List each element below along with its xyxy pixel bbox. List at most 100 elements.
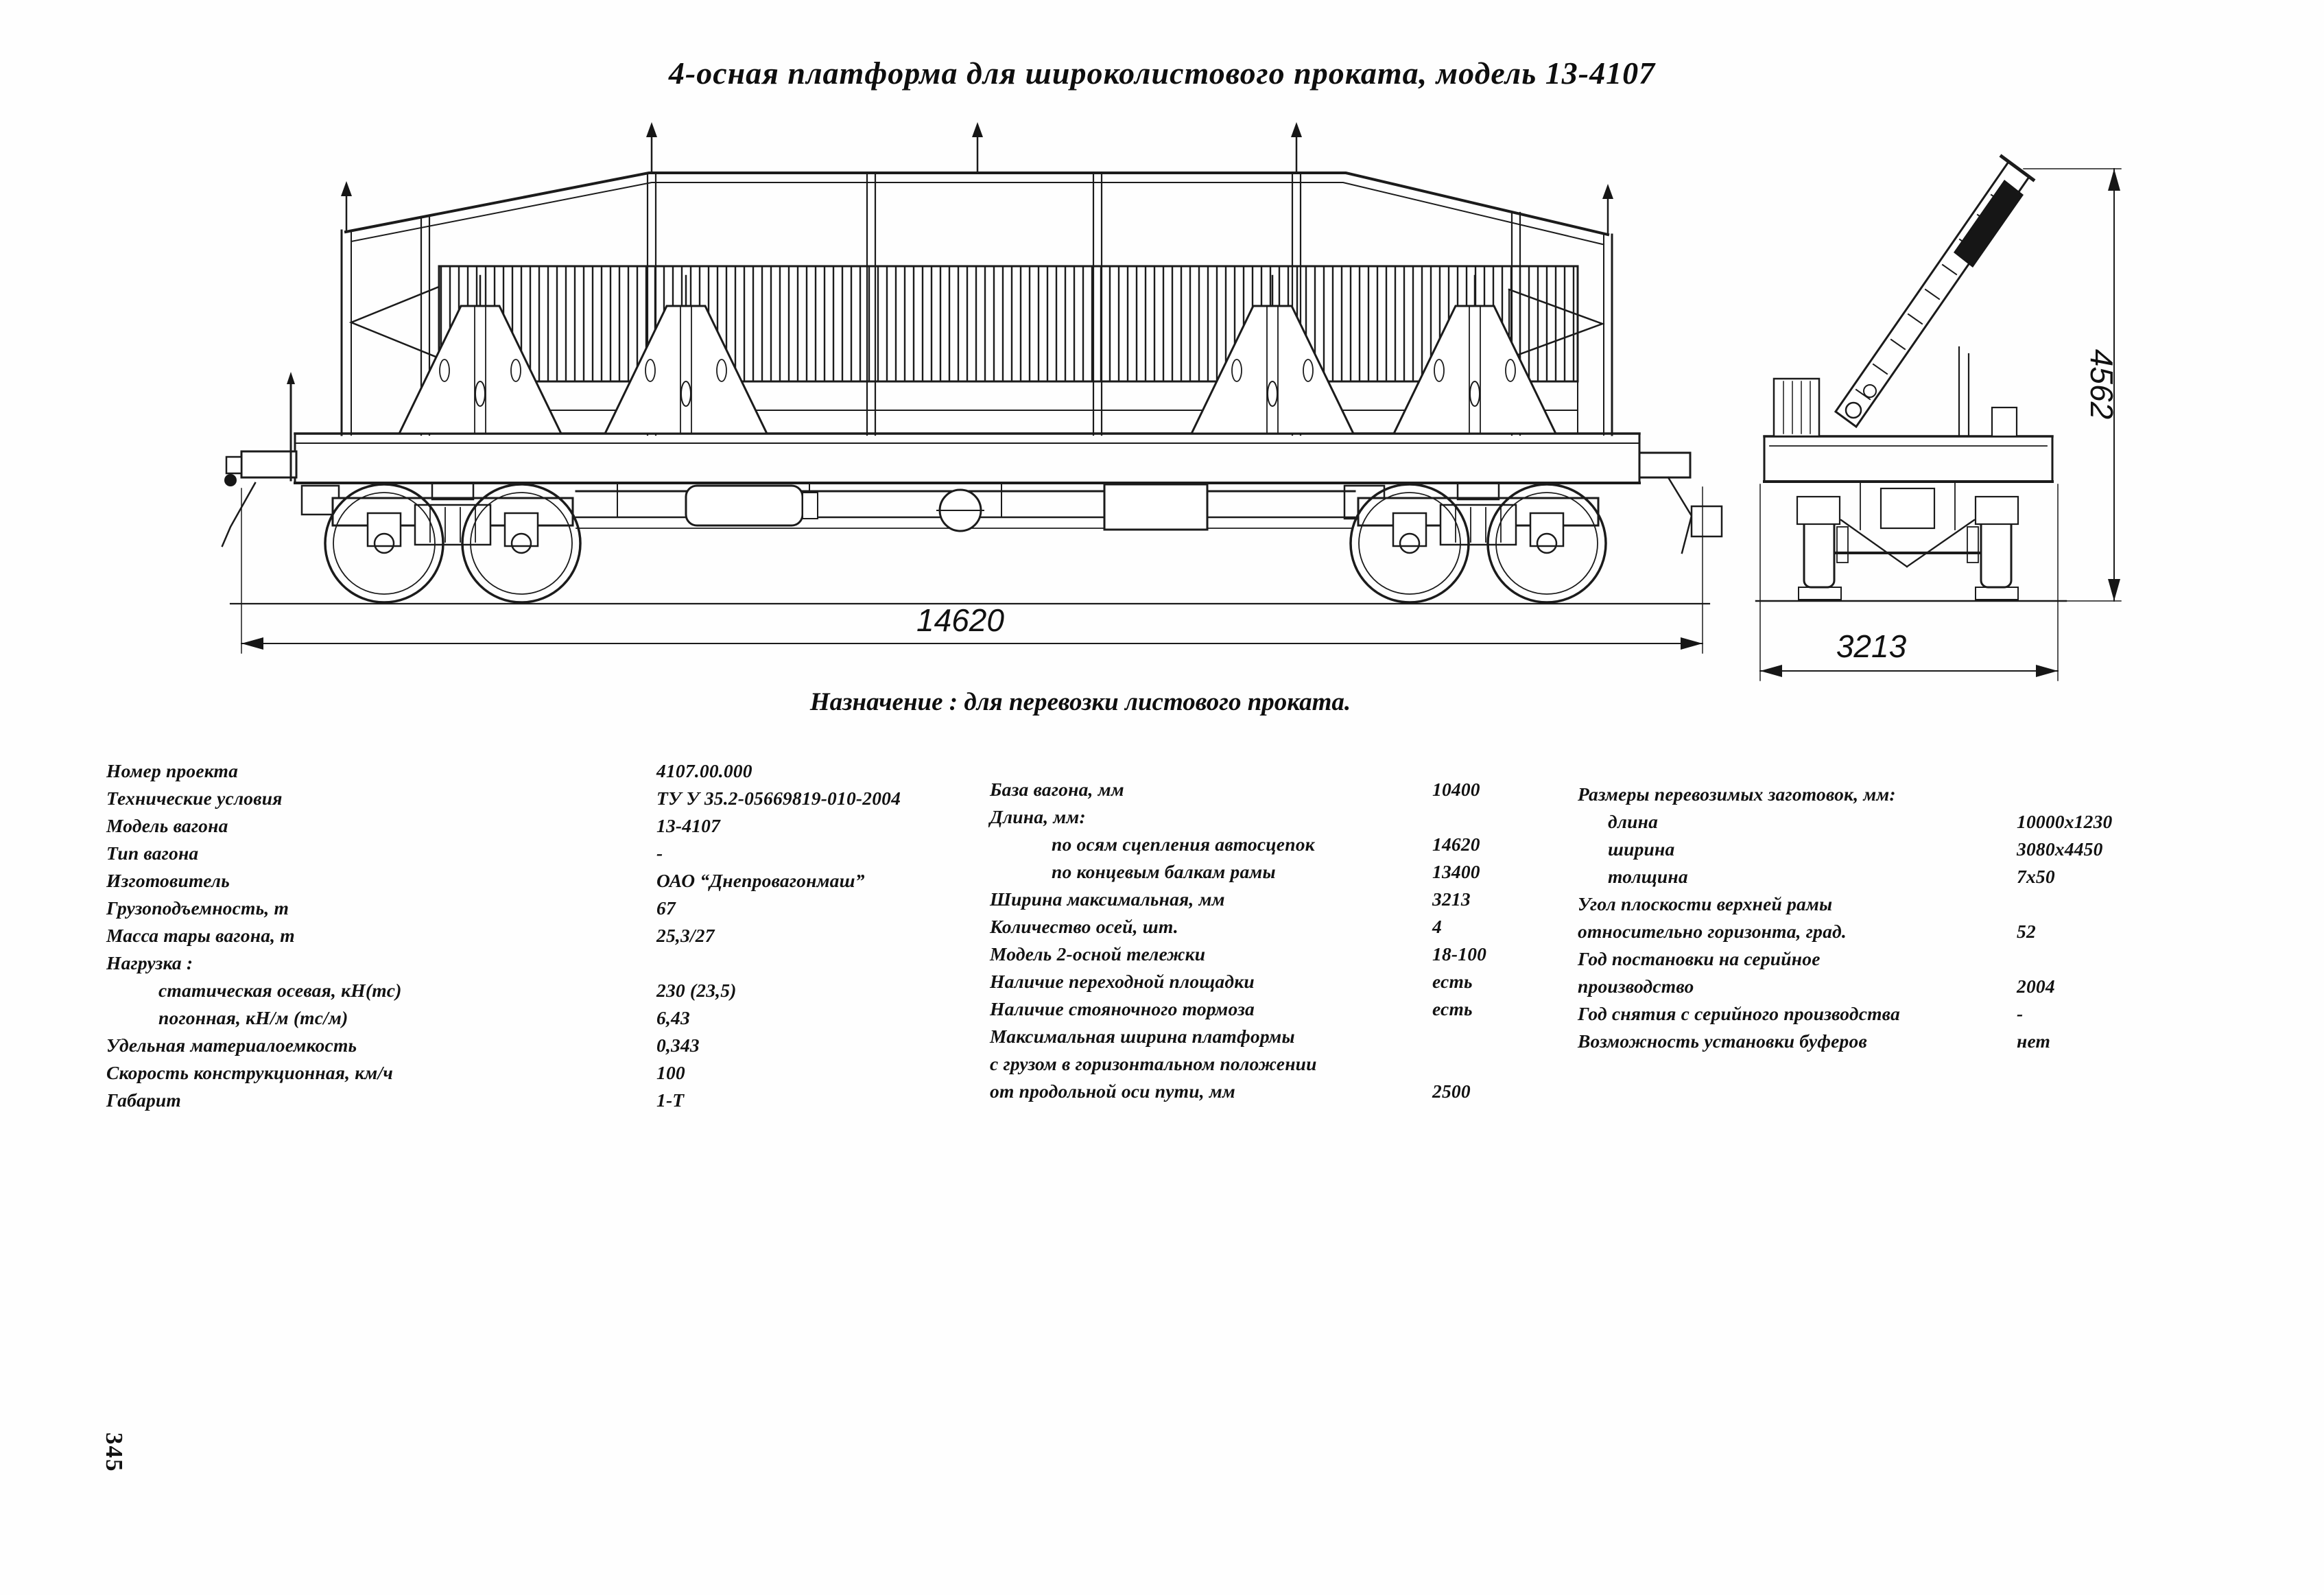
spec-label: Масса тары вагона, т — [106, 925, 295, 946]
spec-row: Наличие стояночного тормоза есть — [990, 995, 1840, 1023]
sheet-stack-hatch — [438, 265, 1579, 383]
spec-column-1: Номер проекта 4107.00.000 Технические усл… — [106, 757, 1080, 1114]
spec-value: 3213 — [1432, 888, 1471, 910]
spec-value: 10400 — [1432, 779, 1480, 800]
spec-label: База вагона, мм — [990, 779, 1124, 800]
spec-label: Наличие переходной площадки — [990, 971, 1255, 992]
dimension-label-height: 4562 — [2084, 349, 2120, 419]
brake-cylinder — [685, 484, 804, 527]
spec-label: производство — [1578, 976, 1694, 997]
sheet-stack — [1954, 180, 2024, 268]
spec-value: 4107.00.000 — [656, 760, 752, 781]
spec-value: 25,3/27 — [656, 925, 715, 946]
spec-row: Длина, мм: — [990, 803, 1840, 831]
coupler-left — [221, 372, 298, 547]
spec-label: по концевым балкам рамы — [1052, 861, 1276, 882]
tilted-frame — [1834, 154, 2036, 438]
spec-value: 100 — [656, 1062, 685, 1083]
stanchions — [397, 274, 1558, 435]
wheel — [324, 483, 444, 604]
spec-value: 10000x1230 — [2017, 811, 2113, 832]
spec-row: относительно горизонта, град. 52 — [1578, 918, 2305, 945]
dimension-height — [2023, 168, 2122, 602]
spec-row: Угол плоскости верхней рамы — [1578, 890, 2305, 918]
spec-column-3: Размеры перевозимых заготовок, мм: длина… — [1578, 781, 2305, 1055]
spec-row: Максимальная ширина платформы — [990, 1023, 1840, 1050]
spec-value: 13-4107 — [656, 815, 721, 836]
wheel — [1349, 483, 1470, 604]
spec-row: погонная, кН/м (тс/м)6,43 — [106, 1004, 1080, 1032]
spec-value: 52 — [2017, 921, 2036, 942]
spec-label: Наличие стояночного тормоза — [990, 998, 1255, 1019]
spec-label: Длина, мм: — [990, 806, 1086, 827]
spec-row: от продольной оси пути, мм 2500 — [990, 1078, 1840, 1105]
spec-value: - — [2017, 1003, 2024, 1024]
lifting-pins — [341, 122, 1613, 236]
dimension-length — [241, 486, 1703, 654]
spec-label: Возможность установки буферов — [1578, 1030, 1867, 1052]
spec-value: 4 — [1432, 916, 1442, 937]
underframe — [300, 482, 1386, 532]
spec-value: ОАО “Днепровагонмаш” — [656, 870, 865, 891]
page-number: 345 — [101, 1432, 128, 1473]
spec-row: Размеры перевозимых заготовок, мм: — [1578, 781, 2305, 808]
spec-value: 2500 — [1432, 1080, 1471, 1102]
spec-label: Технические условия — [106, 788, 283, 809]
spec-value: 0,343 — [656, 1035, 700, 1056]
spec-label: Размеры перевозимых заготовок, мм: — [1578, 783, 1896, 805]
spec-row: Нагрузка : — [106, 949, 1080, 977]
spec-label: длина — [1608, 811, 1659, 832]
spec-label: Максимальная ширина платформы — [990, 1026, 1295, 1047]
spec-label: от продольной оси пути, мм — [990, 1080, 1235, 1102]
spec-label: Номер проекта — [106, 760, 239, 781]
purpose-line: Назначение : для перевозки листового про… — [809, 688, 1351, 716]
spec-label: по осям сцепления автосцепок — [1052, 834, 1315, 855]
spec-row: Год снятия с серийного производства - — [1578, 1000, 2305, 1028]
spec-column-2: База вагона, мм 10400 Длина, мм: по осям … — [990, 776, 1840, 1105]
wheelset-front — [1755, 481, 2067, 602]
spec-label: относительно горизонта, град. — [1578, 921, 1847, 942]
coupler-right — [1638, 451, 1723, 554]
page-title: 4-осная платформа для широколистового пр… — [668, 56, 1656, 91]
spec-label: Удельная материалоемкость — [106, 1035, 357, 1056]
spec-row: Удельная материалоемкость 0,343 — [106, 1032, 1080, 1059]
spec-row: производство 2004 — [1578, 973, 2305, 1000]
spec-value: ТУ У 35.2-05669819-010-2004 — [656, 788, 901, 809]
spec-row: с грузом в горизонтальном положении — [990, 1050, 1840, 1078]
spec-value: 2004 — [2017, 976, 2055, 997]
wagon-end-view — [1755, 154, 2122, 681]
spec-label: толщина — [1608, 866, 1688, 887]
spec-label: Угол плоскости верхней рамы — [1578, 893, 1833, 914]
spec-value: - — [656, 842, 663, 864]
bogie-right — [1349, 482, 1607, 604]
technical-drawing: 14620 3213 4562 — [221, 122, 2122, 681]
spec-label: Год постановки на серийное — [1578, 948, 1821, 969]
spec-label: Габарит — [106, 1089, 181, 1111]
spec-label: Нагрузка : — [106, 952, 193, 973]
spec-value: 67 — [656, 897, 676, 919]
spec-value: 14620 — [1432, 834, 1480, 855]
spec-row: Номер проекта 4107.00.000 — [106, 757, 1080, 785]
wagon-side-view — [221, 122, 1723, 654]
spec-label: Изготовитель — [106, 870, 230, 891]
spec-label: статическая осевая, кН(тс) — [158, 980, 402, 1001]
spec-value: есть — [1432, 998, 1473, 1019]
spec-label: Количество осей, шт. — [990, 916, 1178, 937]
dimension-width — [1759, 484, 2059, 681]
spec-row: Тип вагона- — [106, 840, 1080, 867]
dimension-label-length: 14620 — [916, 602, 1004, 638]
wheel — [1486, 483, 1607, 604]
spec-label: Год снятия с серийного производства — [1578, 1003, 1900, 1024]
spec-row: Год постановки на серийное — [1578, 945, 2305, 973]
wheel — [461, 483, 582, 604]
spec-row: длина 10000x1230 — [1578, 808, 2305, 836]
spec-label: Грузоподъемность, т — [106, 897, 289, 919]
